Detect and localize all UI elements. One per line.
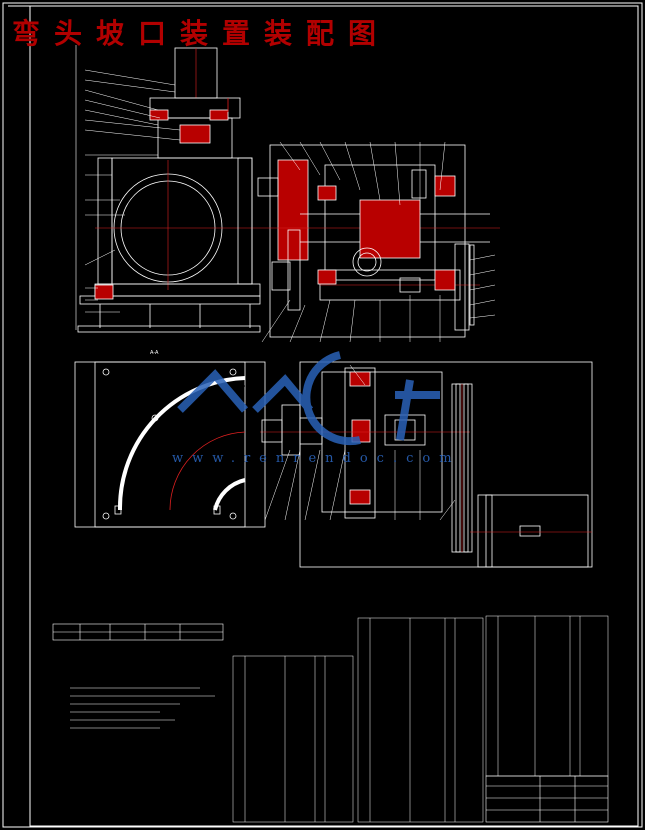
watermark-domain: www.renrendoc.com	[172, 451, 461, 466]
main-view-left	[75, 45, 262, 333]
section-view-aa	[74, 361, 266, 528]
parts-list-1	[232, 655, 354, 823]
drawing-title: 弯头坡口装置装配图	[12, 17, 391, 50]
inner-frame	[29, 5, 639, 827]
section-label: A-A	[150, 350, 159, 356]
parts-list-2	[357, 617, 484, 823]
main-view-right	[257, 141, 500, 343]
parts-list-3	[485, 615, 609, 777]
spec-table	[52, 623, 224, 641]
tech-requirements-text	[70, 687, 215, 729]
title-block	[485, 775, 609, 823]
watermark-logo	[177, 351, 440, 446]
